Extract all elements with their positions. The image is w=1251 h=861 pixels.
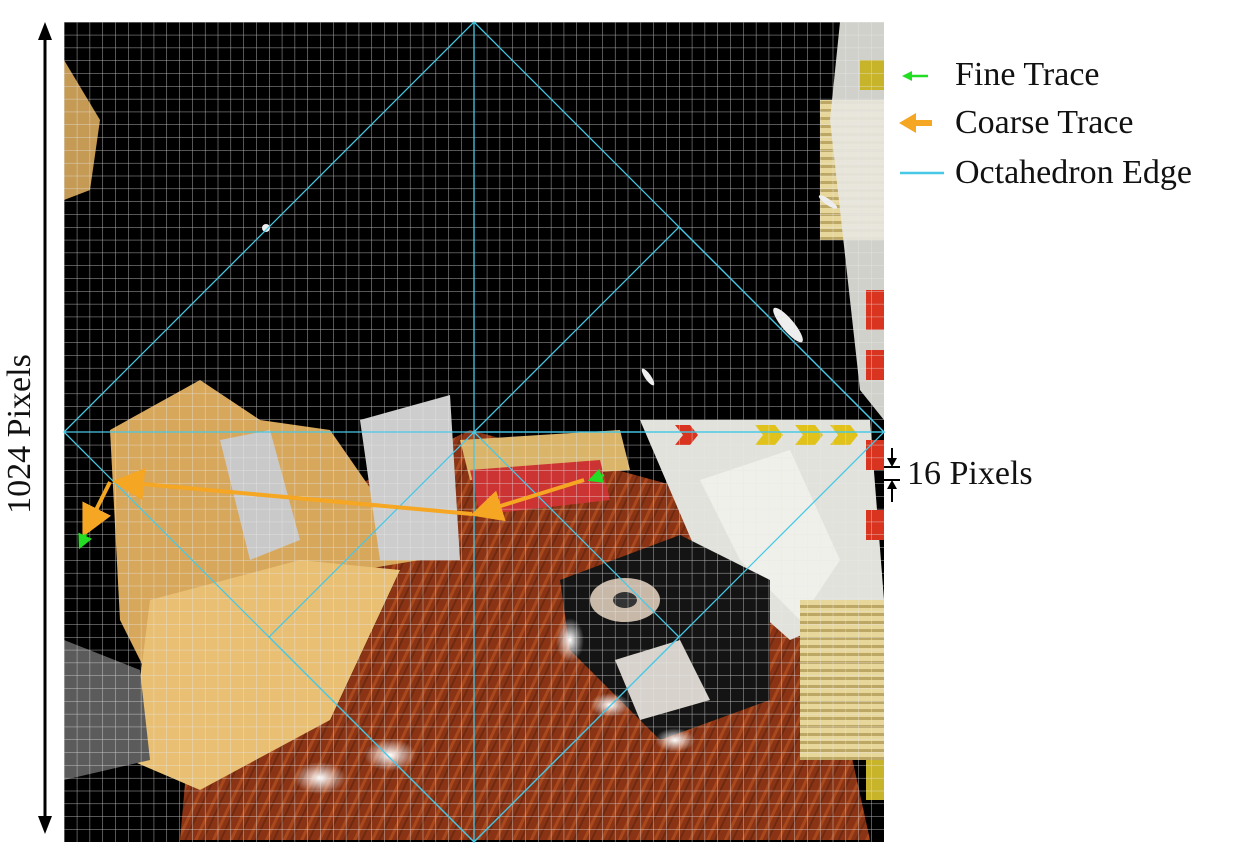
- legend-coarse-trace: Coarse Trace: [945, 103, 1133, 143]
- fine-trace: [78, 468, 605, 550]
- legend-coarse-trace-label: Coarse Trace: [955, 104, 1134, 141]
- octahedron-edges: [63, 21, 886, 843]
- total-size-dimension-arrow: [38, 22, 52, 834]
- cell-size-dimension-marker: [884, 448, 900, 502]
- coarse-trace: [82, 468, 585, 538]
- legend-coarse-trace-icon: [899, 113, 932, 133]
- legend-fine-trace-label: Fine Trace: [955, 56, 1100, 93]
- cell-size-label: 16 Pixels: [907, 455, 1033, 492]
- legend-octahedron-edge: Octahedron Edge: [945, 153, 1192, 193]
- total-size-label: 1024 Pixels: [1, 354, 38, 514]
- legend-octahedron-edge-label: Octahedron Edge: [955, 154, 1192, 191]
- legend-fine-trace-icon: [902, 71, 928, 81]
- legend-fine-trace: Fine Trace: [945, 55, 1100, 95]
